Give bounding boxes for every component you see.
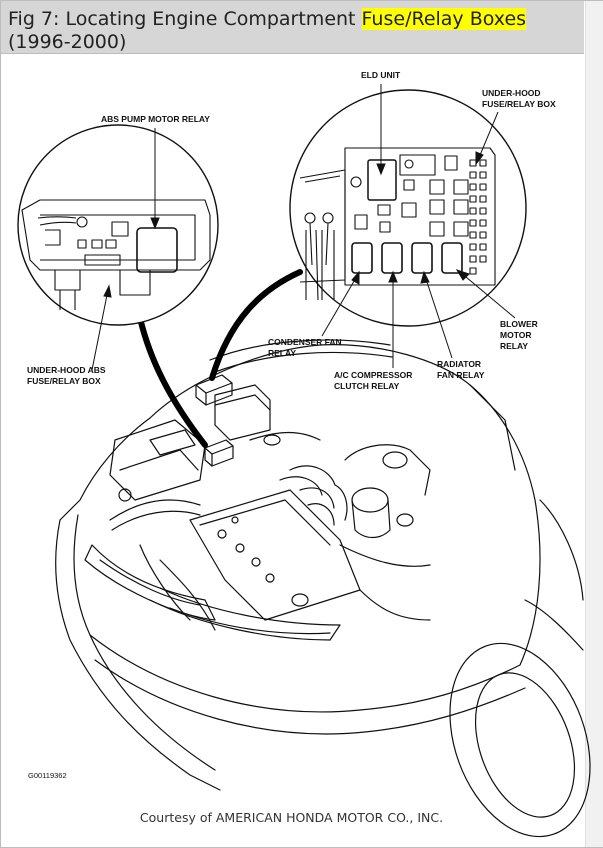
courtesy-footer: Courtesy of AMERICAN HONDA MOTOR CO., IN… <box>139 810 444 825</box>
label-underhood-1: UNDER-HOOD <box>482 88 541 98</box>
label-abs-pump-motor-relay: ABS PUMP MOTOR RELAY <box>101 114 210 124</box>
label-blower-2: MOTOR <box>500 330 531 340</box>
label-ac-2: CLUTCH RELAY <box>334 381 400 391</box>
label-underhood-2: FUSE/RELAY BOX <box>482 99 556 109</box>
car-body <box>55 339 591 838</box>
engine <box>109 374 431 631</box>
pointer-lines <box>137 269 303 448</box>
label-abs-box-2: FUSE/RELAY BOX <box>27 376 101 386</box>
label-condenser-1: CONDENSER FAN <box>268 337 342 347</box>
callout-labels: ELD UNIT UNDER-HOOD FUSE/RELAY BOX ABS P… <box>27 70 556 780</box>
scrollbar[interactable] <box>585 1 603 847</box>
label-radiator-2: FAN RELAY <box>437 370 485 380</box>
figure-header: Fig 7: Locating Engine Compartment Fuse/… <box>1 1 584 54</box>
label-radiator-1: RADIATOR <box>437 359 481 369</box>
label-condenser-2: RELAY <box>268 348 296 358</box>
title-highlight: Fuse/Relay Boxes <box>361 8 527 30</box>
abs-box-callout <box>17 124 219 371</box>
label-blower-3: RELAY <box>500 341 528 351</box>
label-abs-box-1: UNDER-HOOD ABS <box>27 365 106 375</box>
underhood-box-marker <box>195 374 233 406</box>
label-blower-1: BLOWER <box>500 319 538 329</box>
abs-box-marker <box>204 439 234 467</box>
figure-code: G00119362 <box>28 771 67 780</box>
underhood-box-callout <box>289 84 527 368</box>
figure-title: Fig 7: Locating Engine Compartment Fuse/… <box>8 8 527 53</box>
label-ac-1: A/C COMPRESSOR <box>334 370 412 380</box>
label-eld-unit: ELD UNIT <box>361 70 401 80</box>
